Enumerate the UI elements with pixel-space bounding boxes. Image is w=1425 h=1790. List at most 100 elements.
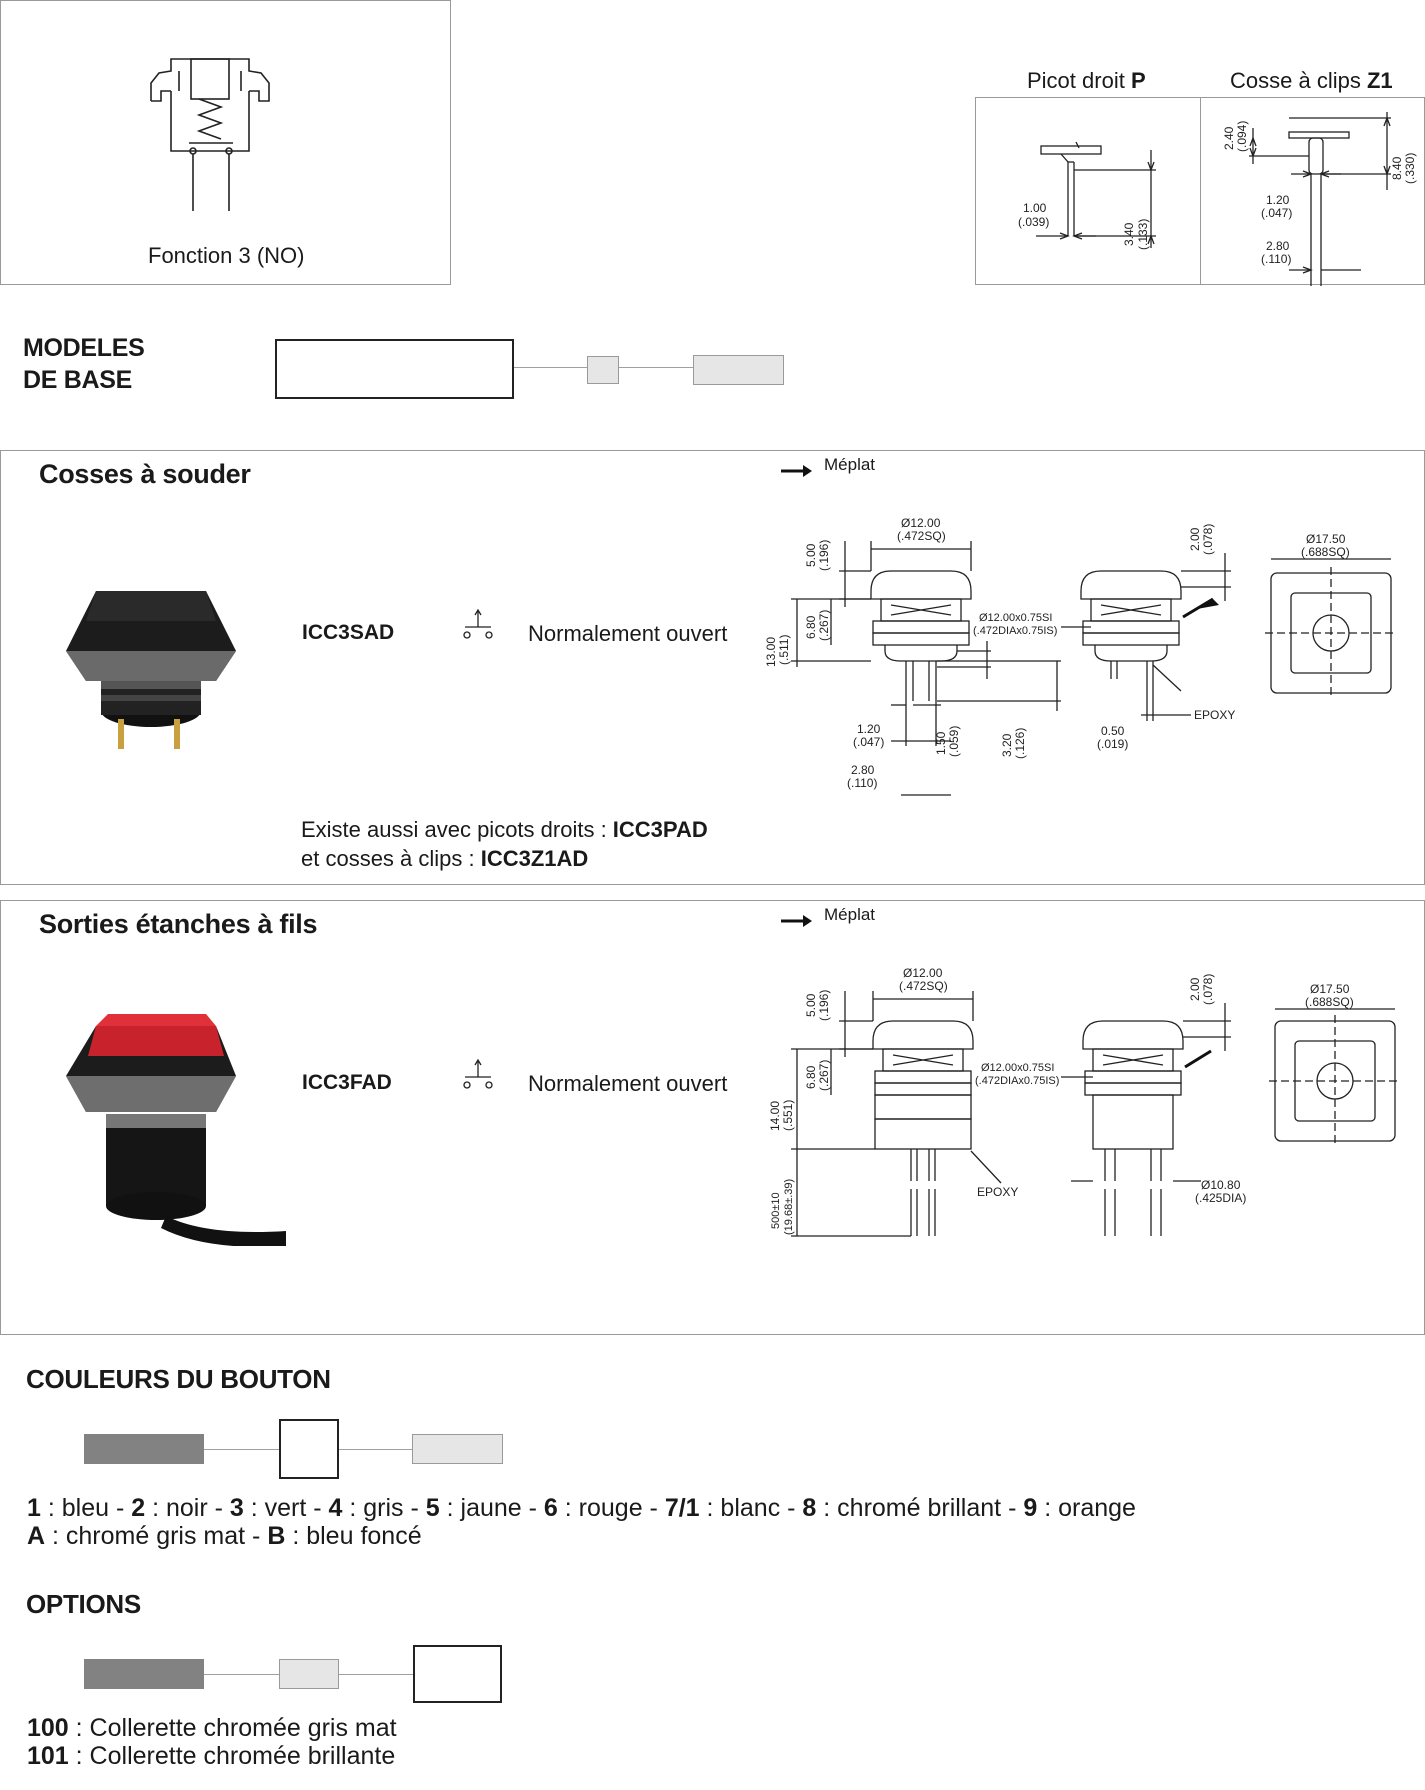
color-item-label: : jaune -: [439, 1494, 544, 1522]
section1-drawing-bottom: 2.80 (.110): [847, 763, 951, 796]
s1-d3: 2.00: [1188, 527, 1202, 551]
s2-d7-in: (19.68±.39): [783, 1179, 795, 1235]
s2-d4: Ø17.50: [1310, 982, 1350, 996]
s2-d1-in: (.472SQ): [899, 979, 948, 993]
s1-d2: 5.00: [804, 543, 818, 567]
color-item-code: 7/1: [664, 1494, 700, 1522]
section1-also-line2: et cosses à clips : ICC3Z1AD: [301, 846, 589, 871]
color-item-code: 5: [425, 1494, 440, 1522]
color-item-label: : noir -: [145, 1494, 230, 1522]
options-heading: OPTIONS: [26, 1589, 141, 1619]
color-item-code: 6: [543, 1494, 558, 1522]
section2-desc: Normalement ouvert: [528, 1071, 728, 1096]
s2-d2-in: (.196): [817, 990, 831, 1021]
color-item-label: : vert -: [243, 1494, 329, 1522]
s1-d10: 3.20: [1000, 733, 1014, 757]
picot-dim-a: 1.00: [1023, 201, 1047, 215]
couleurs-code-box[interactable]: [279, 1419, 339, 1479]
couleurs-legend-line1: 1 : bleu - 2 : noir - 3 : vert - 4 : gri…: [27, 1494, 1136, 1523]
color-item-label: : bleu -: [40, 1494, 132, 1522]
color-item-label: : bleu foncé: [285, 1522, 422, 1550]
cosse-dim-b-in: (.330): [1403, 153, 1417, 184]
meplat-arrow-icon: [781, 465, 812, 477]
no-switch-icon: [463, 608, 493, 639]
couleurs-heading: COULEURS DU BOUTON: [26, 1364, 331, 1394]
color-item-label: : chromé brillant -: [816, 1494, 1024, 1522]
color-item-code: 4: [328, 1494, 343, 1522]
modeles-light-box: [693, 355, 784, 385]
cosse-dim-b: 8.40: [1390, 156, 1404, 180]
options-light-box: [279, 1659, 339, 1689]
options-code-box[interactable]: [413, 1645, 502, 1703]
section2-code: ICC3FAD: [302, 1071, 392, 1094]
color-item-label: : gris -: [342, 1494, 426, 1522]
color-item-label: : rouge -: [557, 1494, 665, 1522]
cosse-drawing-box: 2.40 (.094) 8.40 (.330) 1.20 (.047) 2.80…: [1200, 97, 1425, 286]
s2-d8: Ø10.80: [1201, 1178, 1241, 1192]
section1-drawing: Ø12.00 (.472SQ) 5.00 (.196) 2.00 (.078) …: [764, 516, 1397, 759]
function-box: Fonction 3 (NO): [0, 0, 451, 285]
color-item-label: : blanc -: [699, 1494, 803, 1522]
color-item-label: : orange: [1037, 1494, 1136, 1522]
s2-d2: 5.00: [804, 993, 818, 1017]
cosse-heading: Cosse à clips Z1: [1230, 68, 1393, 93]
section1-code: ICC3SAD: [302, 621, 395, 644]
picot-heading: Picot droit P: [1027, 68, 1146, 93]
section1-desc: Normalement ouvert: [528, 621, 728, 646]
section1-also-line1: Existe aussi avec picots droits : ICC3PA…: [301, 817, 708, 842]
no-switch-icon-2: [463, 1058, 493, 1089]
picot-drawing-box: 1.00 (.039) 3.40 (.133): [975, 97, 1201, 285]
option-item: 100 : Collerette chromée gris mat: [27, 1714, 397, 1742]
couleurs-light-box: [412, 1434, 503, 1464]
s1-d11: 0.50: [1101, 724, 1125, 738]
s1-epoxy: EPOXY: [1194, 708, 1235, 722]
cosse-dim-a: 2.40: [1222, 126, 1236, 150]
s1-d6-in: (.267): [817, 610, 831, 641]
s2-d7: 500±10: [770, 1192, 782, 1229]
s2-d8-in: (.425DIA): [1195, 1191, 1246, 1205]
s2-d4-in: (.688SQ): [1305, 995, 1354, 1009]
section1-title: Cosses à souder: [39, 459, 251, 489]
s1-d1: Ø12.00: [901, 516, 941, 530]
color-item-code: B: [267, 1522, 286, 1550]
s1-d4-in: (.688SQ): [1301, 545, 1350, 559]
s1-thread-in: (.472DIAx0.75IS): [973, 625, 1057, 637]
section2-meplat: Méplat: [824, 905, 876, 924]
modeles-heading: MODELES DE BASE: [23, 334, 145, 394]
s2-d6-in: (.267): [817, 1060, 831, 1091]
s1-d7-in: (.047): [853, 735, 884, 749]
options-dark-box: [84, 1659, 204, 1689]
s1-d8: 1.50: [934, 731, 948, 755]
section1-meplat: Méplat: [824, 455, 876, 474]
section2-title: Sorties étanches à fils: [39, 909, 318, 939]
option-label: : Collerette chromée gris mat: [68, 1714, 397, 1742]
modeles-code-box[interactable]: [275, 339, 514, 399]
section-cosses-a-souder: Cosses à souder ICC3SAD Normalement ouve…: [0, 450, 1425, 885]
picot-dim-b-in: (.133): [1136, 219, 1150, 250]
option-code: 101: [27, 1742, 69, 1770]
color-item-code: 3: [229, 1494, 244, 1522]
function-label: Fonction 3 (NO): [148, 243, 305, 268]
s1-d4: Ø17.50: [1306, 532, 1346, 546]
section2-drawing: Ø12.00 (.472SQ) 5.00 (.196) 2.00 (.078) …: [768, 966, 1401, 1237]
cosse-dim-d: 2.80: [1266, 239, 1290, 253]
modeles-small-box: [587, 356, 619, 384]
s1-d5-in: (.511): [777, 635, 791, 665]
s2-thread: Ø12.00x0.75SI: [981, 1062, 1054, 1074]
couleurs-dark-box: [84, 1434, 204, 1464]
meplat-arrow-icon-2: [781, 915, 812, 927]
option-code: 100: [27, 1714, 69, 1742]
s1-d2-in: (.196): [817, 540, 831, 571]
cosse-dim-d-in: (.110): [1261, 252, 1291, 266]
color-item-code: 1: [27, 1494, 41, 1522]
s1-d1-in: (.472SQ): [897, 529, 946, 543]
picot-dim-b: 3.40: [1122, 222, 1136, 246]
s2-thread-in: (.472DIAx0.75IS): [975, 1075, 1059, 1087]
s2-epoxy: EPOXY: [977, 1185, 1018, 1199]
cosse-dim-a-in: (.094): [1235, 121, 1249, 152]
color-item-code: 2: [131, 1494, 146, 1522]
option-label: : Collerette chromée brillante: [68, 1742, 396, 1770]
s1-d9-in: (.110): [847, 776, 877, 790]
s1-d3-in: (.078): [1201, 524, 1215, 555]
